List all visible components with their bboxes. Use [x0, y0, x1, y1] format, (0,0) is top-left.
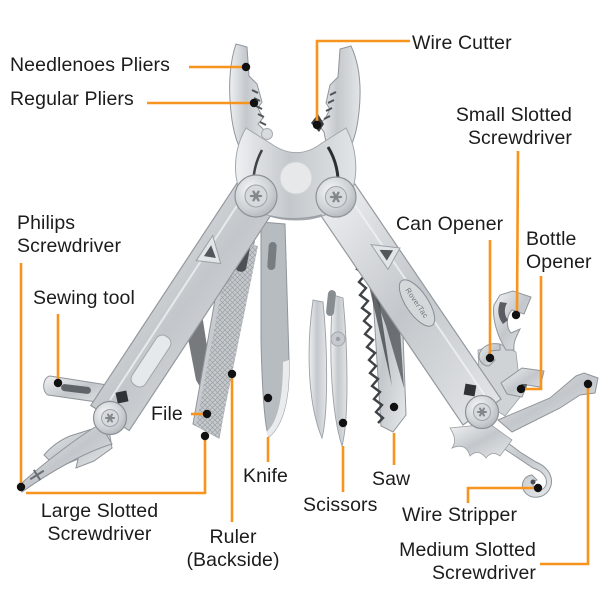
leader-philips — [16, 263, 26, 492]
right-handle: RoverTac — [316, 183, 502, 426]
label-regular-pliers: Regular Pliers — [10, 88, 134, 110]
label-knife: Knife — [243, 465, 288, 487]
leader-ruler — [227, 369, 237, 522]
needlenose-left-jaw — [229, 43, 267, 159]
label-bottle-opener: Bottle Opener — [526, 228, 592, 273]
philips-screwdriver-blade — [18, 423, 113, 493]
label-small-slotted-screwdriver: Small Slotted Screwdriver — [455, 104, 572, 149]
leader-needlenose-pliers — [189, 62, 251, 72]
leader-can-opener — [485, 240, 495, 363]
leader-medium-slotted — [540, 379, 593, 566]
leader-bottle-opener — [516, 276, 543, 394]
label-medium-slotted-screwdriver: Medium Slotted Screwdriver — [399, 539, 536, 584]
medium-slotted-screwdriver-blade — [497, 372, 599, 433]
label-large-slotted-screwdriver: Large Slotted Screwdriver — [40, 500, 159, 545]
scissors-blades — [308, 290, 348, 448]
leader-regular-pliers — [147, 98, 259, 108]
leader-knife — [263, 393, 273, 462]
bolt — [234, 174, 278, 218]
label-wire-cutter: Wire Cutter — [412, 32, 512, 54]
needlenose-right-jaw — [311, 45, 361, 159]
label-saw: Saw — [372, 468, 411, 490]
pivot-bolts — [92, 174, 500, 436]
leader-large-slotted — [26, 431, 210, 495]
small-slotted-screwdriver-blade — [493, 290, 532, 351]
label-can-opener: Can Opener — [396, 213, 504, 235]
bolt — [92, 400, 128, 436]
label-ruler-backside: Ruler (Backside) — [186, 526, 280, 571]
leader-sewing-tool — [53, 314, 63, 388]
bolt — [315, 176, 357, 218]
bolt — [464, 394, 500, 430]
label-sewing-tool: Sewing tool — [33, 287, 135, 309]
label-file: File — [151, 403, 183, 425]
label-philips-screwdriver: Philips Screwdriver — [17, 212, 122, 257]
label-needlenose-pliers: Needlenoes Pliers — [10, 54, 170, 76]
leader-lines — [16, 39, 593, 566]
label-wire-stripper: Wire Stripper — [402, 504, 518, 526]
scalloped-edge — [449, 423, 513, 459]
leader-wire-stripper — [466, 483, 543, 503]
leader-file — [191, 409, 212, 419]
leader-small-slotted — [511, 150, 521, 320]
leader-scissors — [338, 418, 348, 492]
label-scissors: Scissors — [303, 494, 378, 516]
left-handle — [89, 182, 277, 432]
leader-wire-cutter — [312, 39, 410, 130]
leader-saw — [389, 402, 399, 465]
knife-blade — [260, 221, 290, 438]
